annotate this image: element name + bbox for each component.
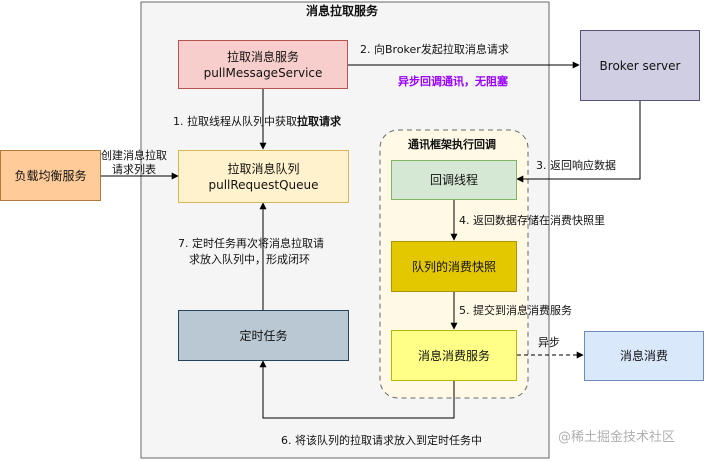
pull-queue-line1: 拉取消息队列 (227, 161, 300, 176)
pull-queue-line2: pullRequestQueue (208, 177, 319, 192)
message-consume-node: 消息消费 (584, 331, 704, 381)
broker-server-node: Broker server (580, 30, 700, 101)
pull-message-service-node: 拉取消息服务 pullMessageService (178, 40, 348, 89)
consume-service-node: 消息消费服务 (391, 330, 517, 381)
edge-label-2: 2. 向Broker发起拉取消息请求 (360, 43, 509, 56)
pull-service-line2: pullMessageService (203, 65, 323, 80)
load-balance-node: 负载均衡服务 (0, 150, 101, 201)
edge-label-1-bold: 拉取请求 (297, 115, 341, 128)
group-title: 通讯框架执行回调 (408, 138, 496, 151)
container-title: 消息拉取服务 (306, 4, 379, 18)
edge-label-1-prefix: 1. 拉取线程从队列中获取 (173, 115, 297, 128)
timer-task-node: 定时任务 (178, 310, 349, 361)
edge-label-5: 5. 提交到消息消费服务 (459, 304, 572, 317)
edge-to-timer (259, 360, 455, 419)
callback-thread-node: 回调线程 (391, 160, 517, 200)
edge-label-1: 1. 拉取线程从队列中获取拉取请求 (173, 114, 341, 129)
edge-label-3: 3. 返回响应数据 (536, 159, 616, 172)
create-requests-label-2: 请求列表 (112, 163, 156, 176)
timer-label: 定时任务 (239, 328, 288, 343)
pull-request-queue-node: 拉取消息队列 pullRequestQueue (178, 150, 349, 203)
edge-return-response (516, 101, 641, 183)
watermark: @稀土掘金技术社区 (558, 430, 676, 445)
snapshot-label: 队列的消费快照 (411, 259, 496, 274)
load-balance-label: 负载均衡服务 (14, 168, 87, 183)
create-requests-label-1: 创建消息拉取 (101, 149, 167, 162)
async-callback-note: 异步回调通讯，无阻塞 (398, 75, 508, 88)
callback-thread-label: 回调线程 (429, 173, 478, 187)
pull-service-line1: 拉取消息服务 (226, 49, 299, 64)
consume-service-label: 消息消费服务 (417, 348, 490, 363)
edge-label-6: 6. 将该队列的拉取请求放入到定时任务中 (281, 434, 482, 447)
edge-label-7a: 7. 定时任务再次将消息拉取请 (178, 237, 324, 250)
async-label: 异步 (538, 336, 560, 349)
consume-label: 消息消费 (619, 349, 668, 363)
consume-snapshot-node: 队列的消费快照 (391, 241, 517, 292)
edge-label-7b: 求放入队列中，形成闭环 (189, 253, 310, 266)
broker-label: Broker server (599, 58, 681, 73)
edge-label-4: 4. 返回数据存储在消费快照里 (459, 214, 605, 227)
